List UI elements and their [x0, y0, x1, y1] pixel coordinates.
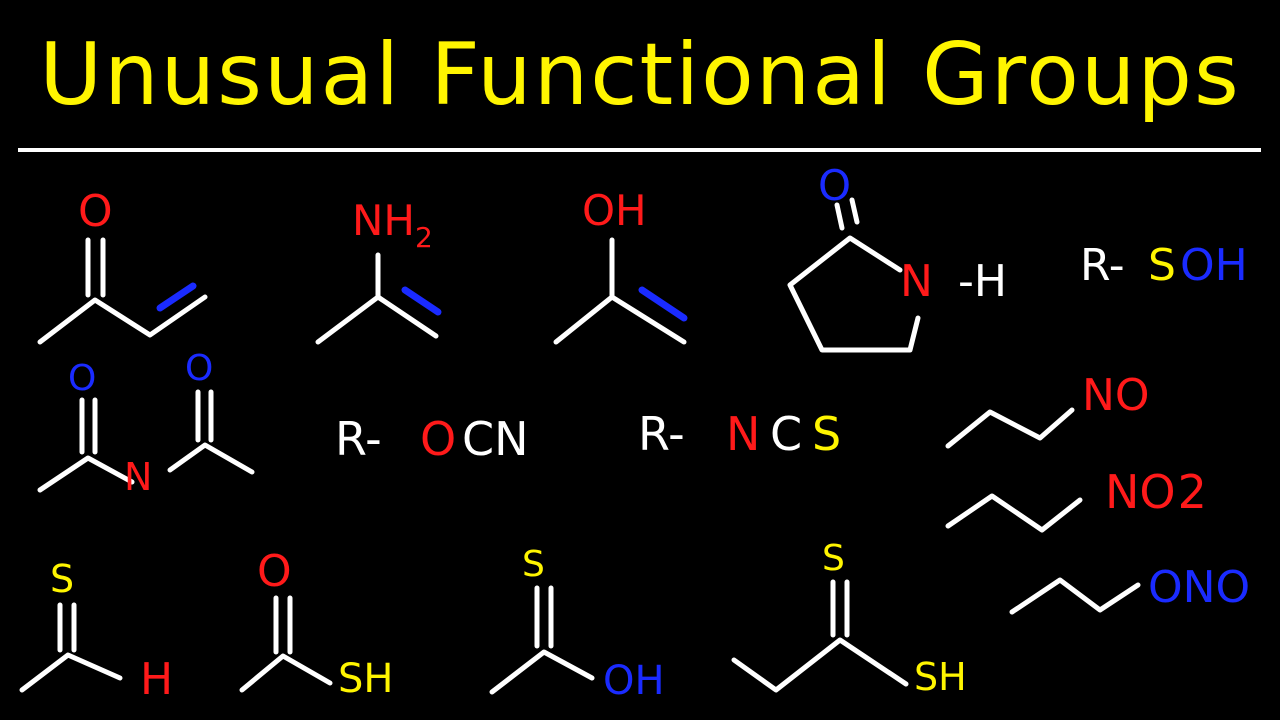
isothiocyanate: R- N C S — [638, 407, 841, 461]
sulfenic-oh: OH — [1180, 240, 1248, 291]
enol-structure: OH — [553, 186, 688, 345]
title-divider — [18, 148, 1261, 152]
thionoacid-oh: OH — [603, 658, 665, 704]
enamine-structure: NH2 — [315, 196, 442, 345]
dithioacid-sulfur: S — [822, 538, 845, 579]
imide-oxygen-right: O — [185, 348, 213, 389]
nitro-structure: NO2 — [945, 465, 1207, 533]
dithioacid-sh: SH — [914, 655, 967, 699]
page-title: Unusual Functional Groups — [39, 25, 1241, 125]
thioacid-oxygen: O — [257, 546, 292, 597]
thionoacid-structure: S OH — [489, 544, 665, 704]
nitrite-structure: ONO — [1009, 562, 1250, 615]
enol-oh: OH — [582, 186, 647, 235]
enone-structure: O — [37, 186, 208, 345]
lactam-oxygen: O — [818, 161, 851, 210]
nitro-group: NO2 — [1105, 465, 1207, 519]
imide-nitrogen: N — [124, 455, 152, 499]
cyanate-cn: CN — [462, 412, 529, 466]
thioacid-structure: O SH — [239, 546, 393, 702]
nitroso-structure: NO — [945, 370, 1150, 449]
cyanate-o: O — [420, 412, 456, 466]
thioaldehyde-sulfur: S — [50, 557, 74, 601]
enamine-nh2: NH2 — [352, 196, 433, 254]
nitroso-group: NO — [1082, 370, 1150, 421]
sulfenic-r: R- — [1080, 240, 1125, 291]
isothiocyanate-s: S — [812, 407, 841, 461]
isothiocyanate-c: C — [770, 407, 802, 461]
cyanate: R- O CN — [335, 412, 529, 466]
sulfenic-s: S — [1148, 240, 1176, 291]
thioacid-sh: SH — [338, 656, 393, 702]
lactam-nitrogen: N — [900, 256, 933, 307]
lactam-hydrogen: -H — [958, 256, 1007, 307]
dithioacid-structure: S SH — [731, 538, 967, 699]
nitrite-o1-n: ONO — [1148, 562, 1250, 613]
thioaldehyde-structure: S H — [19, 557, 173, 705]
cyanate-r: R- — [335, 412, 382, 466]
lactam-structure: O N -H — [787, 161, 1007, 353]
isothiocyanate-n: N — [726, 407, 760, 461]
sulfenic-acid: R- S OH — [1080, 240, 1248, 291]
enone-oxygen: O — [78, 186, 113, 237]
thioaldehyde-hydrogen: H — [140, 654, 173, 705]
isothiocyanate-r: R- — [638, 407, 685, 461]
thionoacid-sulfur: S — [522, 544, 545, 585]
imide-oxygen-left: O — [68, 358, 96, 399]
imide-structure: O O N — [37, 348, 255, 499]
